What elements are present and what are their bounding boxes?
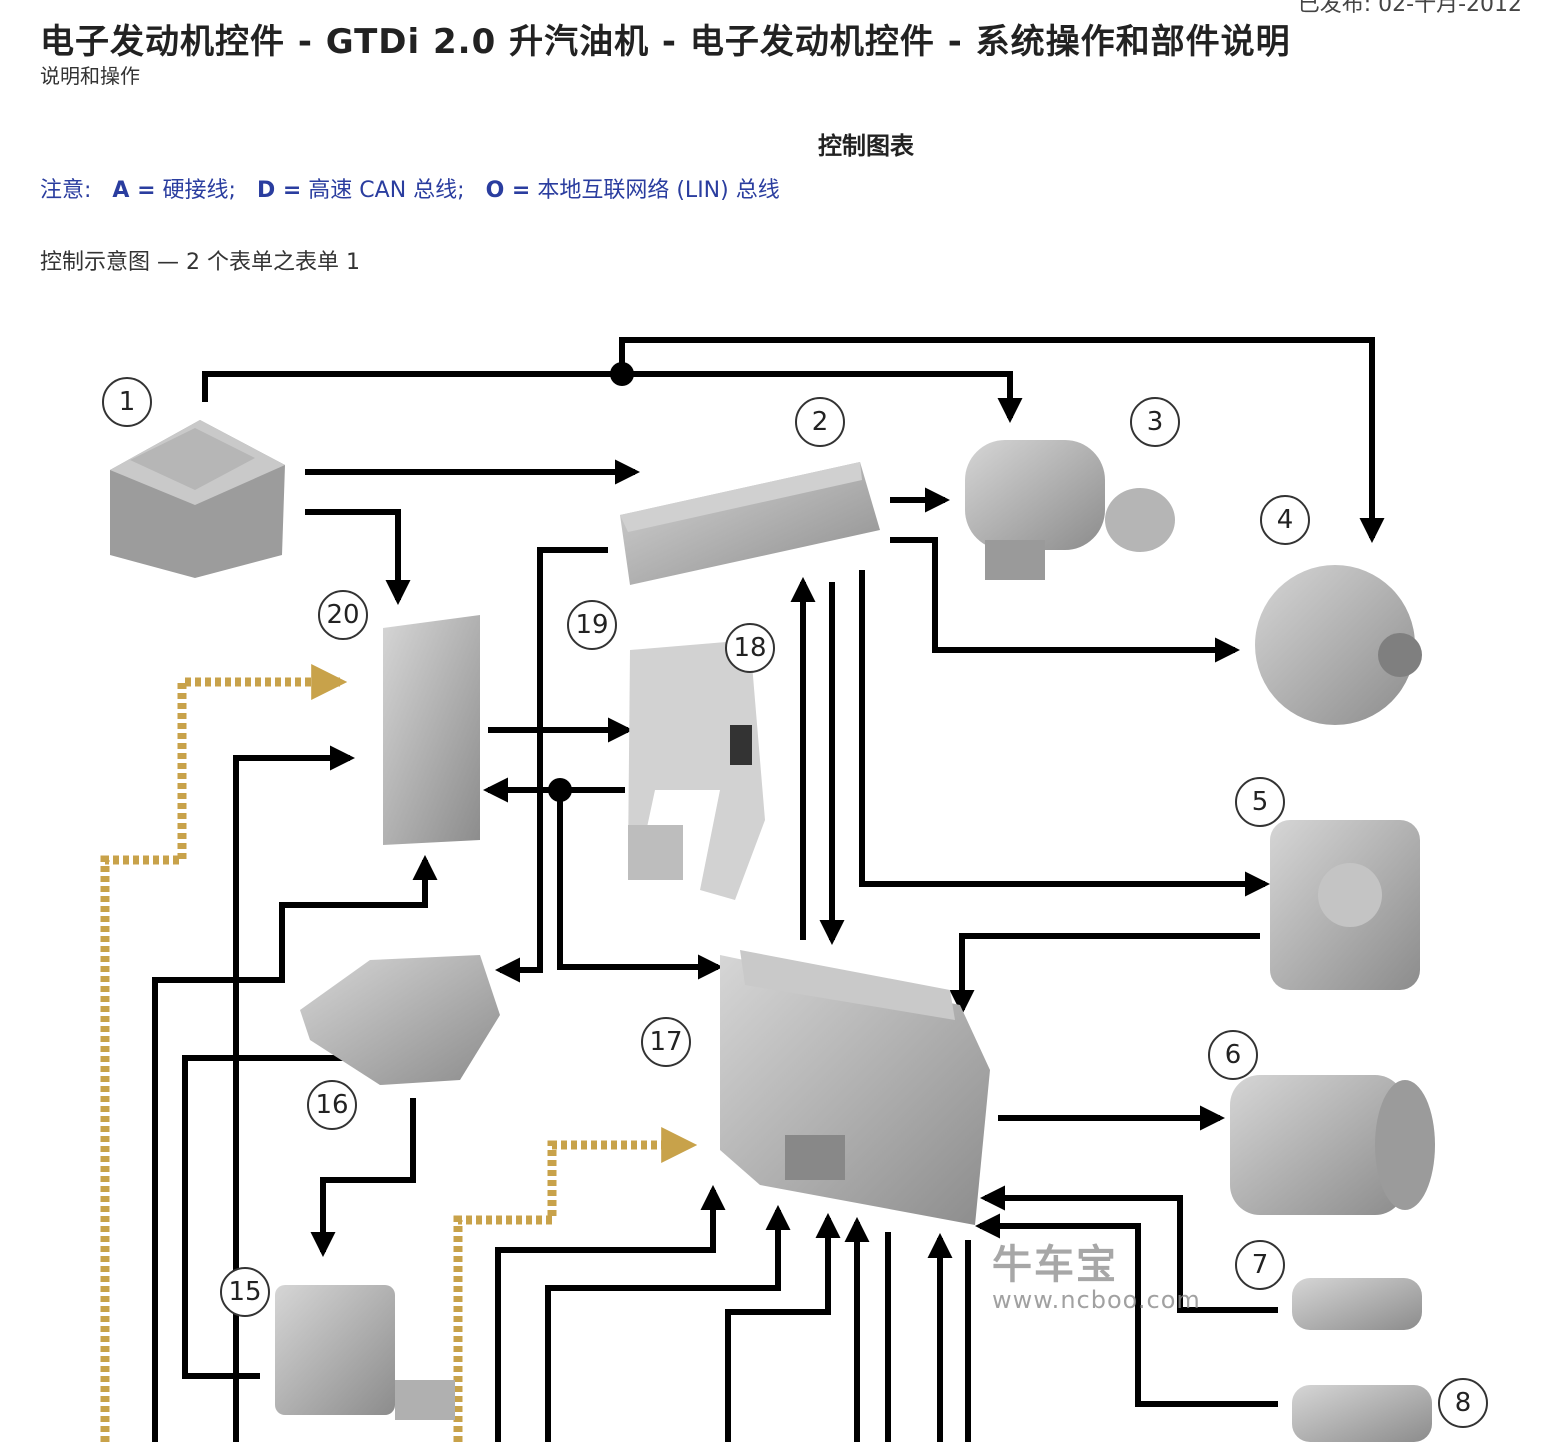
callout-circle	[795, 397, 845, 447]
callout-circle	[220, 1267, 270, 1317]
fuel-pump-module	[275, 1285, 455, 1420]
callout-19: 19	[567, 600, 617, 650]
engine-control-module	[720, 950, 990, 1225]
junction-dots	[548, 362, 634, 802]
throttle-body	[1270, 820, 1420, 990]
callout-number: 3	[1147, 407, 1164, 437]
callout-17: 17	[641, 1017, 691, 1067]
callout-number: 2	[812, 407, 829, 437]
accelerator-pedal	[628, 640, 765, 900]
callout-4: 4	[1260, 495, 1310, 545]
callout-circle	[307, 1080, 357, 1130]
legend-note: 注意: A = 硬接线; D = 高速 CAN 总线; O = 本地互联网络 (…	[40, 172, 780, 204]
generator	[1255, 565, 1422, 725]
callout-circle	[1260, 495, 1310, 545]
callout-number: 19	[575, 610, 608, 640]
callout-number: 16	[315, 1090, 348, 1120]
note-d-text: 高速 CAN 总线;	[308, 178, 465, 203]
pressure-sensor-7	[1292, 1278, 1422, 1330]
note-a-key: A =	[112, 178, 156, 203]
callout-15: 15	[220, 1267, 270, 1317]
callout-circle	[318, 590, 368, 640]
callout-1: 1	[102, 377, 152, 427]
callout-circle	[567, 600, 617, 650]
callout-6: 6	[1208, 1030, 1258, 1080]
callout-16: 16	[307, 1080, 357, 1130]
callout-number: 6	[1225, 1040, 1242, 1070]
callout-number: 4	[1277, 505, 1294, 535]
component-callouts: 1 2 3 4 5 6 7 8 15 16 17 18 19 20	[102, 377, 1488, 1428]
callout-number: 5	[1252, 787, 1269, 817]
callout-20: 20	[318, 590, 368, 640]
note-prefix: 注意:	[40, 178, 92, 203]
callout-circle	[725, 623, 775, 673]
callout-7: 7	[1235, 1240, 1285, 1290]
callout-3: 3	[1130, 397, 1180, 447]
note-a-text: 硬接线;	[162, 178, 236, 203]
callout-number: 18	[733, 633, 766, 663]
note-o-text: 本地互联网络 (LIN) 总线	[537, 178, 780, 203]
page-title: 电子发动机控件 - GTDi 2.0 升汽油机 - 电子发动机控件 - 系统操作…	[40, 22, 1291, 62]
callout-number: 17	[649, 1027, 682, 1057]
section-title: 控制图表	[818, 132, 914, 160]
fuel-pump-driver-module	[300, 955, 500, 1085]
callout-circle	[1208, 1030, 1258, 1080]
callout-number: 7	[1252, 1250, 1269, 1280]
callout-5: 5	[1235, 777, 1285, 827]
published-date: 已发布: 02-十月-2012	[1297, 0, 1522, 17]
callout-circle	[1438, 1378, 1488, 1428]
callout-number: 8	[1455, 1388, 1472, 1418]
starter-motor	[965, 440, 1175, 580]
central-junction-box	[383, 615, 480, 845]
callout-8: 8	[1438, 1378, 1488, 1428]
callout-number: 15	[228, 1277, 261, 1307]
page-subtitle: 说明和操作	[40, 64, 140, 88]
watermark-url: www.ncboo.com	[992, 1286, 1201, 1314]
callout-number: 20	[326, 600, 359, 630]
callout-circle	[1235, 777, 1285, 827]
pressure-sensor-8	[1292, 1385, 1432, 1442]
body-control-module	[620, 462, 880, 585]
callout-18: 18	[725, 623, 775, 673]
callout-circle	[1235, 1240, 1285, 1290]
note-o-key: O =	[485, 178, 531, 203]
diagram-caption: 控制示意图 — 2 个表单之表单 1	[40, 250, 360, 275]
lin-bus-wires	[100, 664, 698, 1442]
note-d-key: D =	[256, 178, 302, 203]
ac-compressor	[1230, 1075, 1435, 1215]
callout-2: 2	[795, 397, 845, 447]
callout-circle	[1130, 397, 1180, 447]
hardwired-connections	[152, 337, 1385, 1442]
callout-circle	[641, 1017, 691, 1067]
callout-circle	[102, 377, 152, 427]
battery	[110, 420, 285, 578]
watermark-cn: 牛车宝	[992, 1242, 1118, 1288]
callout-number: 1	[119, 387, 136, 417]
